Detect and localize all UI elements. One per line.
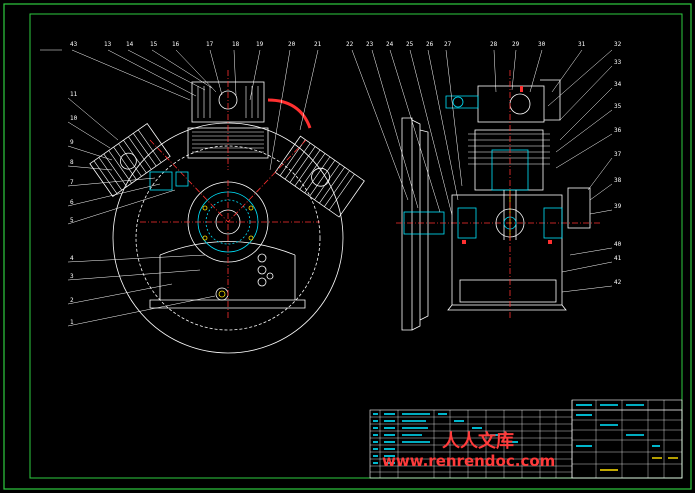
callout-17: 17 <box>206 41 214 48</box>
front-view <box>89 70 365 354</box>
callout-29: 29 <box>512 41 520 48</box>
callout-13: 13 <box>104 41 112 48</box>
callout-35: 35 <box>614 103 622 110</box>
callouts-left: 43 13 14 15 16 17 18 19 20 21 11 10 9 8 … <box>70 41 322 326</box>
callout-24: 24 <box>386 41 394 48</box>
callout-30: 30 <box>538 41 546 48</box>
callout-39: 39 <box>614 203 622 210</box>
callout-27: 27 <box>444 41 452 48</box>
callout-16: 16 <box>172 41 180 48</box>
callout-34: 34 <box>614 81 622 88</box>
callout-18: 18 <box>232 41 240 48</box>
callout-9: 9 <box>70 139 74 146</box>
inner-frame <box>29 13 683 479</box>
callout-4: 4 <box>70 255 74 262</box>
callout-21: 21 <box>314 41 322 48</box>
callout-38: 38 <box>614 177 622 184</box>
callout-14: 14 <box>126 41 134 48</box>
side-view <box>396 70 600 331</box>
callout-8: 8 <box>70 159 74 166</box>
callout-43: 43 <box>70 41 78 48</box>
callout-36: 36 <box>614 127 622 134</box>
callout-10: 10 <box>70 115 78 122</box>
callout-6: 6 <box>70 199 74 206</box>
callout-20: 20 <box>288 41 296 48</box>
front-view-leaders <box>40 49 319 327</box>
callout-32: 32 <box>614 41 622 48</box>
callout-11: 11 <box>70 91 78 98</box>
outer-frame <box>3 3 692 490</box>
side-view-leaders <box>351 49 613 293</box>
callout-19: 19 <box>256 41 264 48</box>
watermark-url: www.renrendoc.com <box>382 452 555 470</box>
callout-7: 7 <box>70 179 74 186</box>
callout-22: 22 <box>346 41 354 48</box>
callout-25: 25 <box>406 41 414 48</box>
callout-5: 5 <box>70 217 74 224</box>
callout-33: 33 <box>614 59 622 66</box>
callout-2: 2 <box>70 297 74 304</box>
callout-23: 23 <box>366 41 374 48</box>
callouts-right: 22 23 24 25 26 27 28 29 30 31 32 33 34 3… <box>346 41 622 286</box>
callout-28: 28 <box>490 41 498 48</box>
callout-31: 31 <box>578 41 586 48</box>
callout-3: 3 <box>70 273 74 280</box>
title-block <box>369 399 683 479</box>
callout-42: 42 <box>614 279 622 286</box>
callout-26: 26 <box>426 41 434 48</box>
callout-40: 40 <box>614 241 622 248</box>
callout-37: 37 <box>614 151 622 158</box>
callout-1: 1 <box>70 319 74 326</box>
callout-41: 41 <box>614 255 622 262</box>
watermark: 人人文库 www.renrendoc.com <box>382 430 555 470</box>
callout-15: 15 <box>150 41 158 48</box>
watermark-cn: 人人文库 <box>442 430 514 452</box>
